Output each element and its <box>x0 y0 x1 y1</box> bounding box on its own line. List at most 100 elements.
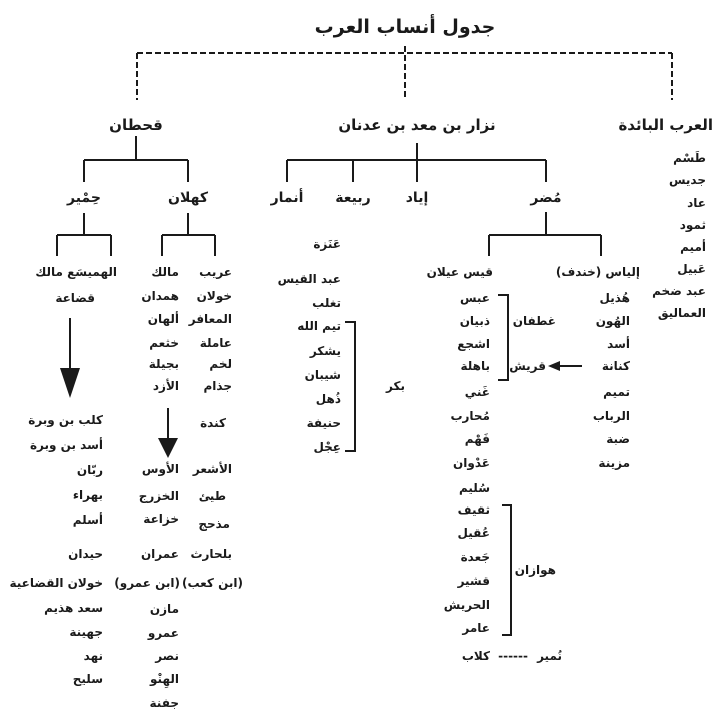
hawazin-tribe: الحريش <box>443 598 490 612</box>
kahlan-tribe: جفنة <box>149 696 179 710</box>
hawazin-tribe: عامر <box>462 621 490 635</box>
kahlan-arrow-head <box>158 438 178 458</box>
tribe-iyad: إياد <box>405 190 429 206</box>
quda-tribe: حيدان <box>68 547 103 561</box>
ilyas-tribe: مزينة <box>598 456 630 470</box>
kahlan-tribe: مذحج <box>198 517 230 531</box>
tribe-kahlan: كهلان <box>168 190 208 206</box>
quda-tribe: أسلم <box>72 513 103 527</box>
bakr-tribe: عِجْل <box>313 440 341 454</box>
hawazin-label: هوازان <box>514 563 556 577</box>
kahlan-tribe: لخم <box>209 357 232 371</box>
ghatafan-tribe: ذبيان <box>459 314 490 328</box>
kahlan-tribe: مازن <box>149 602 179 616</box>
baida-tribe: جديس <box>668 173 706 187</box>
quda-tribe: كلب بن وبرة <box>28 413 103 427</box>
kahlan-tribe: بلحارث <box>190 547 232 561</box>
qays-tribe: فَهْم <box>464 432 490 446</box>
hawazin-tribe: جَعدة <box>460 550 490 564</box>
rabia-tribe: تغلب <box>312 296 341 310</box>
kahlan-tribe: الأشعر <box>192 462 232 476</box>
himyar-tribe: قضاعة <box>55 291 95 305</box>
tribe-rabia: ربيعة <box>335 190 371 206</box>
quda-tribe: ربّان <box>76 463 103 477</box>
ilyas-tribe: الهُون <box>595 314 630 328</box>
ghatafan-label: غطفان <box>512 314 556 328</box>
ilyas-tribe: تميم <box>603 385 630 399</box>
quda-tribe: بهراء <box>72 488 103 502</box>
ilyas-tribe: أسد <box>607 337 630 351</box>
kahlan-tribe: (ابن كعب) <box>181 576 243 590</box>
kahlan-tribe: الأوس <box>141 462 179 476</box>
hawazin-tribe: قشير <box>457 574 490 588</box>
rabia-tribe: عبد القيس <box>277 272 341 286</box>
tribe-himyar: حِمْير <box>67 190 101 206</box>
bakr-label: بكر <box>386 379 405 393</box>
kahlan-tribe: كندة <box>200 416 226 430</box>
kahlan-tribe: طيئ <box>198 489 226 503</box>
quda-tribe: سليح <box>72 672 103 686</box>
kahlan-tribe: عمران <box>140 547 179 561</box>
tribe-mudar: مُضر <box>530 190 562 206</box>
quda-tribe: نهد <box>83 649 103 663</box>
kahlan-tribe: بجيلة <box>148 357 179 371</box>
kahlan-tribe: (ابن عمرو) <box>114 576 180 590</box>
bakr-tribe: يشكر <box>309 344 341 358</box>
qays-tribe: سُليم <box>458 481 490 495</box>
kahlan-tribe: خثعم <box>149 336 179 350</box>
kahlan-tribe: عاملة <box>199 336 232 350</box>
kahlan-tribe: المعافر <box>188 312 232 326</box>
kahlan-tribe: خزاعة <box>143 512 179 526</box>
chart-title: جدول أنساب العرب <box>314 16 496 38</box>
kahlan-tribe: الأزد <box>152 379 179 393</box>
ilyas-label: إلياس (خندف) <box>555 265 640 279</box>
ilyas-tribe: الرباب <box>592 409 630 423</box>
kahlan-tribe: الهِنْو <box>150 672 179 686</box>
ilyas-tribe: هُذيل <box>599 291 630 305</box>
kahlan-tribe: همدان <box>141 289 179 303</box>
dashed-root-connector <box>136 46 673 100</box>
bakr-tribe: ذُهل <box>315 392 341 406</box>
kahlan-tribe: ألهان <box>147 312 179 326</box>
ghatafan-tribe: عبس <box>459 291 490 305</box>
baida-tribe: أميم <box>680 240 706 254</box>
ilyas-tribe: كنانة <box>601 359 630 373</box>
qays-tribe: مُحارب <box>450 409 490 423</box>
dash-connector: ------ <box>498 649 528 663</box>
quraysh-arrow-head <box>548 361 560 371</box>
kahlan-tribe: الخزرج <box>138 489 179 503</box>
qays-label: قيس عيلان <box>426 265 493 279</box>
hawazin-tribe: ثقيف <box>457 503 490 517</box>
baida-tribe: ثمود <box>679 218 706 232</box>
quda-tribe: خولان القضاعية <box>9 576 104 590</box>
hawazin-tribe: عُقيل <box>457 526 490 540</box>
kilab-label: كلاب <box>461 649 490 663</box>
kahlan-tribe: مالك <box>151 265 179 279</box>
baida-tribe: طَسْم <box>673 151 706 165</box>
baida-tribe: عَبيل <box>677 262 706 276</box>
branch-qahtan: قحطان <box>109 116 163 134</box>
branch-adnan: نزار بن معد بن عدنان <box>338 116 496 134</box>
himyar-arrow-head <box>60 368 80 398</box>
qays-tribe: باهلة <box>460 359 490 373</box>
quda-tribe: أسد بن وبرة <box>29 438 103 452</box>
baida-tribe: عاد <box>687 196 706 210</box>
bakr-tribe: حنيفة <box>306 416 341 430</box>
quraysh-label: قريش <box>509 359 546 373</box>
branch-baida: العرب البائدة <box>618 116 713 134</box>
qays-tribe: عَدْوان <box>453 456 490 470</box>
ghatafan-tribe: اشجع <box>457 337 490 351</box>
baida-tribe: عبد ضخم <box>652 284 706 298</box>
baida-tribe: العماليق <box>657 306 706 320</box>
kahlan-tribe: عمرو <box>147 626 179 640</box>
bakr-tribe: تيم الله <box>297 319 341 333</box>
kahlan-tribe: خولان <box>196 289 232 303</box>
numayr-label: نُمير <box>537 649 562 663</box>
bakr-tribe: شيبان <box>304 368 341 382</box>
rabia-tribe: عَنَزة <box>313 237 341 251</box>
ilyas-tribe: ضبة <box>606 432 630 446</box>
kahlan-tribe: عريب <box>199 265 232 279</box>
tribe-anmar: أنمار <box>270 190 304 206</box>
